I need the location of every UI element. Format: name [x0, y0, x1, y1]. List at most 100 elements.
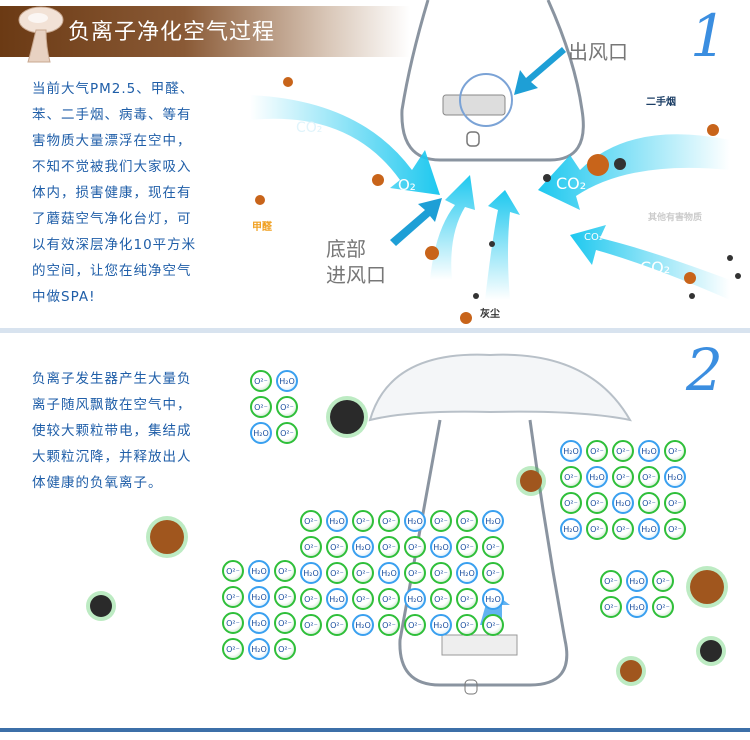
text-line: 害物质大量漂浮在空中， [32, 133, 192, 149]
water-ion-bubble: H₂O [638, 518, 660, 540]
pollutant-particle [90, 595, 112, 617]
water-ion-bubble: H₂O [586, 466, 608, 488]
water-ion-bubble: H₂O [626, 596, 648, 618]
oxygen-ion-bubble: O²⁻ [456, 588, 478, 610]
step-number-1: 1 [690, 2, 727, 70]
airflow-arrow [538, 134, 730, 210]
oxygen-ion-bubble: O²⁻ [404, 562, 426, 584]
pollutant-particle [690, 570, 724, 604]
oxygen-ion-bubble: O²⁻ [586, 518, 608, 540]
outlet-label: 出风口 [568, 40, 628, 64]
text-line: 苯、二手烟、病毒、等有 [32, 107, 192, 123]
outlet-arrow [514, 47, 566, 95]
pollutant-particle [150, 520, 184, 554]
oxygen-ion-bubble: O²⁻ [664, 518, 686, 540]
inlet-label-line: 底部 [326, 237, 366, 261]
oxygen-ion-bubble: O²⁻ [276, 422, 298, 444]
co2-label: CO₂ [326, 155, 355, 173]
mushroom-logo-icon [18, 6, 64, 63]
dust-label: 灰尘 [480, 309, 500, 320]
oxygen-ion-bubble: O²⁻ [378, 588, 400, 610]
airflow-arrow [250, 95, 440, 195]
oxygen-ion-bubble: O²⁻ [300, 614, 322, 636]
oxygen-ion-bubble: O²⁻ [664, 492, 686, 514]
co2-label: CO₂ [584, 232, 603, 243]
water-ion-bubble: H₂O [626, 570, 648, 592]
oxygen-ion-bubble: O²⁻ [250, 370, 272, 392]
oxygen-ion-bubble: O²⁻ [652, 570, 674, 592]
inlet-label-line: 进风口 [326, 263, 386, 287]
water-ion-bubble: H₂O [326, 588, 348, 610]
water-ion-bubble: H₂O [430, 536, 452, 558]
water-ion-bubble: H₂O [430, 614, 452, 636]
oxygen-ion-bubble: O²⁻ [404, 536, 426, 558]
oxygen-ion-bubble: O²⁻ [378, 510, 400, 532]
oxygen-ion-bubble: O²⁻ [352, 510, 374, 532]
text-line: 当前大气PM2.5、甲醛、 [32, 81, 195, 97]
text-line: 负离子发生器产生大量负 [32, 371, 192, 387]
water-ion-bubble: H₂O [560, 440, 582, 462]
oxygen-ion-bubble: O²⁻ [430, 588, 452, 610]
inlet-arrow [390, 198, 442, 246]
oxygen-ion-bubble: O²⁻ [638, 492, 660, 514]
oxygen-ion-bubble: O²⁻ [326, 614, 348, 636]
water-ion-bubble: H₂O [352, 614, 374, 636]
water-ion-bubble: H₂O [664, 466, 686, 488]
oxygen-ion-bubble: O²⁻ [600, 570, 622, 592]
oxygen-ion-bubble: O²⁻ [560, 466, 582, 488]
oxygen-ion-bubble: O²⁻ [586, 492, 608, 514]
text-line: 离子随风飘散在空气中， [32, 397, 192, 413]
oxygen-ion-bubble: O²⁻ [378, 536, 400, 558]
section-banner [0, 6, 410, 57]
ion-description: 负离子发生器产生大量负 离子随风飘散在空气中， 使较大颗粒带电，集结成 大颗粒沉… [32, 366, 232, 496]
oxygen-ion-bubble: O²⁻ [612, 518, 634, 540]
oxygen-ion-bubble: O²⁻ [456, 536, 478, 558]
airflow-arrow [485, 190, 520, 300]
text-line: 大颗粒沉降，并释放出人 [32, 449, 192, 465]
water-ion-bubble: H₂O [248, 586, 270, 608]
formaldehyde-label: 甲醛 [252, 222, 272, 233]
oxygen-ion-bubble: O²⁻ [250, 396, 272, 418]
lamp-outline [400, 0, 585, 162]
co2-label: CO₂ [640, 258, 671, 277]
other-pollutants-label: 其他有害物质 [648, 213, 703, 223]
oxygen-ion-bubble: O²⁻ [612, 440, 634, 462]
bottom-divider [0, 728, 750, 732]
water-ion-bubble: H₂O [300, 562, 322, 584]
section-divider [0, 328, 750, 333]
oxygen-ion-bubble: O²⁻ [638, 466, 660, 488]
text-line: 体内，损害健康，现在有 [32, 185, 192, 201]
oxygen-ion-bubble: O²⁻ [600, 596, 622, 618]
section-title: 负离子净化空气过程 [68, 20, 276, 45]
oxygen-ion-bubble: O²⁻ [222, 586, 244, 608]
water-ion-bubble: H₂O [248, 638, 270, 660]
oxygen-ion-bubble: O²⁻ [378, 614, 400, 636]
water-ion-bubble: H₂O [482, 510, 504, 532]
oxygen-ion-bubble: O²⁻ [276, 396, 298, 418]
oxygen-ion-bubble: O²⁻ [274, 586, 296, 608]
oxygen-ion-bubble: O²⁻ [664, 440, 686, 462]
water-ion-bubble: H₂O [352, 536, 374, 558]
oxygen-ion-bubble: O²⁻ [430, 510, 452, 532]
text-line: 以有效深层净化10平方米 [32, 237, 197, 253]
oxygen-ion-bubble: O²⁻ [222, 612, 244, 634]
text-line: 中做SPA! [32, 289, 96, 305]
purification-diagram [250, 0, 741, 324]
text-line: 体健康的负氧离子。 [32, 475, 163, 491]
smoke-label: 二手烟 [646, 97, 676, 108]
oxygen-ion-bubble: O²⁻ [652, 596, 674, 618]
water-ion-bubble: H₂O [560, 518, 582, 540]
oxygen-ion-bubble: O²⁻ [300, 510, 322, 532]
water-ion-bubble: H₂O [378, 562, 400, 584]
oxygen-ion-bubble: O²⁻ [404, 614, 426, 636]
water-ion-bubble: H₂O [276, 370, 298, 392]
oxygen-ion-bubble: O²⁻ [352, 562, 374, 584]
water-ion-bubble: H₂O [248, 560, 270, 582]
oxygen-ion-bubble: O²⁻ [326, 536, 348, 558]
water-ion-bubble: H₂O [250, 422, 272, 444]
co2-label: CO₂ [296, 120, 323, 136]
oxygen-ion-bubble: O²⁻ [300, 588, 322, 610]
oxygen-ion-bubble: O²⁻ [222, 560, 244, 582]
oxygen-ion-bubble: O²⁻ [612, 466, 634, 488]
